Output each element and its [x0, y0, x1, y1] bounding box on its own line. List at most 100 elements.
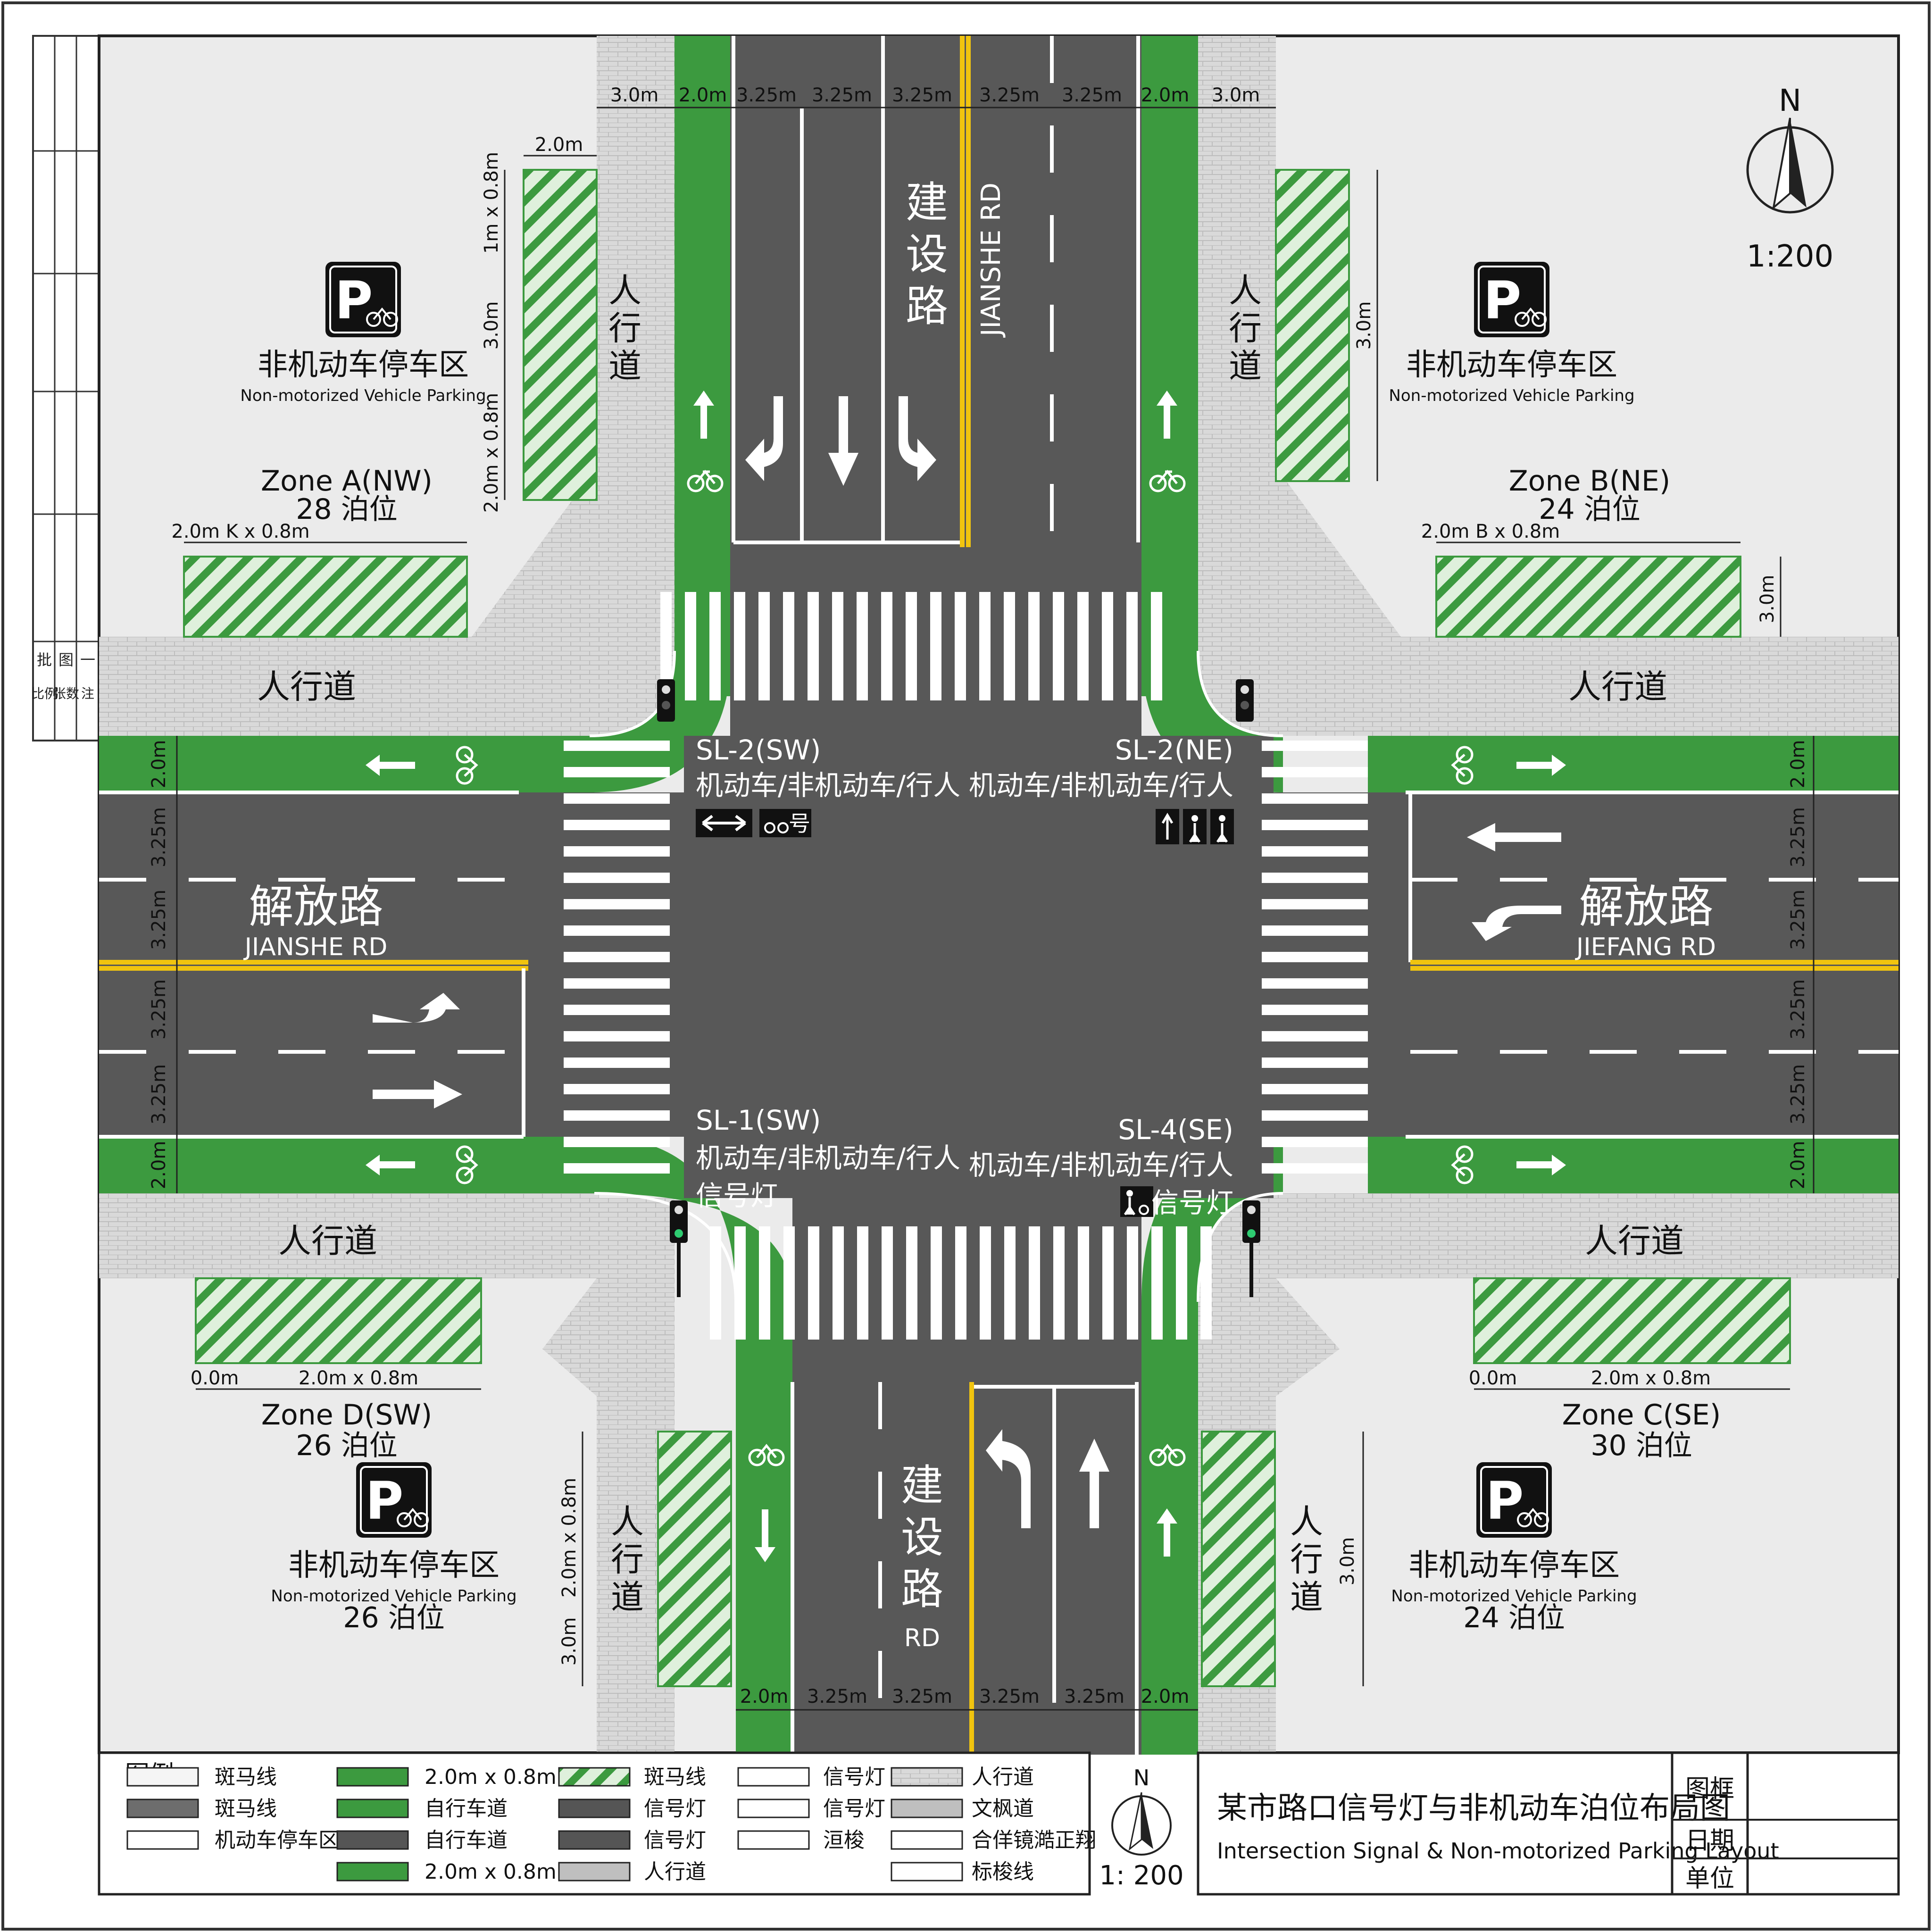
dim-label: 3.0m [1757, 575, 1778, 624]
sidewalk-label-vertical-nw: 人行道 [608, 271, 641, 385]
legend-north-arrow: N 1: 200 [1099, 1765, 1183, 1891]
dim-label: 3.0m [610, 84, 659, 106]
zebra-stripe [710, 1226, 721, 1340]
margin-strip: 批 一 图 比例 张数 注 [31, 35, 100, 741]
pedestrian-signal-icons [1156, 809, 1234, 844]
legend-swatch [891, 1799, 963, 1818]
dim-label: 3.25m [812, 84, 872, 106]
zebra-stripe [564, 978, 670, 989]
legend-swatch [558, 1862, 631, 1882]
parking-p-icon: P [356, 1462, 432, 1538]
dim-label: 3.25m [1787, 807, 1809, 867]
dim-label: 3.25m [1787, 890, 1809, 950]
zone-b-spaces: 24 泊位 [1539, 493, 1640, 526]
road-name-north-en: JIANSHE RD [976, 183, 1007, 338]
zebra-stripe [1262, 1110, 1368, 1121]
title-block-label-frame: 图框 [1685, 1775, 1734, 1803]
dim-label: 3.25m [979, 1686, 1040, 1707]
zebra-stripe [758, 592, 770, 700]
dim-label: 1m x 0.8m [481, 152, 502, 254]
lane-arrows [366, 391, 1566, 1562]
ped-bike-signal-icon [1120, 1186, 1153, 1217]
zebra-stripe [1004, 1226, 1016, 1340]
zebra-stripe [564, 793, 670, 804]
zebra-stripe [1262, 899, 1368, 909]
legend-label: 人行道 [644, 1860, 706, 1884]
signal-desc-sl2-ne: 机动车/非机动车/行人 [969, 769, 1233, 801]
signal-id-sl2-sw: SL-2(SW) [696, 734, 821, 766]
legend-swatch [336, 1767, 409, 1787]
zebra-stripe [564, 1084, 670, 1094]
legend-label: 机动车停车区 [215, 1828, 339, 1852]
legend-label: 信号灯 [823, 1765, 885, 1789]
title-block-label-unit: 单位 [1685, 1865, 1734, 1893]
zebra-stripe [881, 592, 892, 700]
dim-label: 0.0m [191, 1367, 239, 1389]
left-turn-arrow-south [986, 1429, 1031, 1528]
zebra-stripe [857, 592, 868, 700]
sidewalk-label-vertical-sw: 人行道 [611, 1502, 644, 1616]
dimension-lines [176, 107, 1815, 1711]
zebra-stripe [1053, 1226, 1065, 1340]
zebra-stripe [980, 1226, 991, 1340]
straight-arrow-west [373, 1080, 462, 1108]
dim-label: 2.0m [1141, 84, 1190, 106]
zebra-stripe [1200, 1226, 1212, 1340]
road-name-south-cn-1: 建 [901, 1461, 943, 1510]
zebra-stripe [931, 1226, 942, 1340]
zebra-stripe [808, 1226, 819, 1340]
zebra-stripe [1028, 592, 1040, 700]
road-name-north-cn-3: 路 [906, 282, 948, 331]
dim-label: 2.0m [1787, 740, 1809, 789]
dim-label: 2.0m x 0.8m [481, 393, 502, 513]
bike-icon [456, 746, 478, 785]
dim-label: 2.0m K x 0.8m [171, 521, 309, 542]
sidewalk-label-east-south: 人行道 [1585, 1222, 1684, 1260]
legend-swatch [891, 1830, 963, 1850]
parking-p-icon: P [325, 262, 401, 337]
zone-c-sign-spaces: 24 泊位 [1463, 1601, 1565, 1634]
signal-id-sl1-sw: SL-1(SW) [696, 1104, 821, 1136]
dim-label: 3.25m [892, 1686, 952, 1707]
zebra-stripe [906, 1226, 917, 1340]
parking-zone-a-strip-vertical [523, 169, 598, 501]
zebra-stripe [783, 1226, 795, 1340]
legend-label: 合佯镜澔正翔 [972, 1828, 1096, 1852]
zone-c-spaces: 30 泊位 [1591, 1429, 1692, 1462]
legend-swatch [336, 1862, 409, 1882]
legend-label: 文枫道 [972, 1797, 1034, 1821]
parking-sign-en: Non-motorized Vehicle Parking [240, 386, 486, 405]
legend-swatch [737, 1799, 810, 1818]
zebra-stripe [1077, 592, 1089, 700]
dim-label: 3.25m [892, 84, 952, 106]
legend-label: 自行车道 [425, 1797, 508, 1821]
zebra-stripe [808, 592, 819, 700]
zebra-stripe [1262, 925, 1368, 936]
dim-label: 2.0m [535, 134, 583, 156]
zebra-stripe [1053, 592, 1064, 700]
dim-label: 0.0m [1469, 1367, 1517, 1389]
dim-label: 3.25m [1062, 84, 1122, 106]
dim-label: 3.25m [148, 890, 170, 950]
legend-label: 人行道 [972, 1765, 1034, 1789]
bike-icon [1149, 1443, 1186, 1466]
bike-icon [687, 469, 724, 492]
parking-zone-d-strip-vertical [657, 1431, 732, 1687]
signal-extra-sl4-se: 信号灯 [1151, 1187, 1233, 1219]
signal-desc-sl2-sw: 机动车/非机动车/行人 [696, 769, 960, 801]
zebra-stripe [1127, 1226, 1138, 1340]
dim-label: 3.0m [1353, 301, 1375, 350]
svg-text:号: 号 [789, 811, 810, 836]
bike-arrow-e2 [1516, 1155, 1566, 1175]
zone-d-spaces: 26 泊位 [296, 1429, 397, 1462]
signal-heads [657, 679, 1260, 1297]
dim-label: 2.0m x 0.8m [1591, 1367, 1711, 1389]
dim-label: 3.25m [1787, 1064, 1809, 1124]
right-turn-arrow-north [899, 396, 936, 481]
legend-swatch [737, 1830, 810, 1850]
dim-label: 2.0m [1787, 1141, 1809, 1190]
map-scale: 1:200 [1747, 239, 1833, 274]
zebra-stripe [1262, 1163, 1368, 1174]
margin-text-1: 批 [37, 651, 52, 669]
